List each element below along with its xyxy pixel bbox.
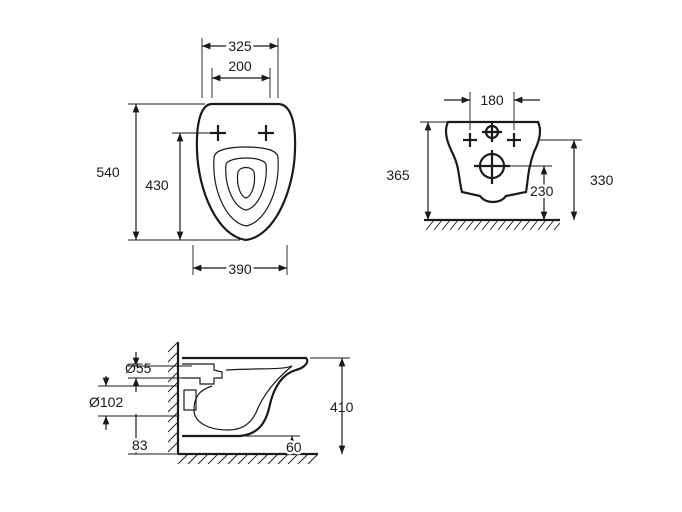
dim-200: 200	[228, 58, 252, 74]
dim-325: 325	[228, 38, 252, 54]
top-view-bolt-right	[258, 125, 274, 141]
side-view: Ø55 Ø102 83 410 60	[87, 341, 354, 465]
front-view-outline	[444, 120, 542, 204]
top-view: 325 200 540 430 390	[96, 36, 297, 280]
dim-diameter-102: Ø102	[89, 394, 123, 410]
top-view-inner-bowl	[225, 157, 267, 211]
front-view-bolt-left	[463, 133, 477, 147]
dim-390: 390	[228, 261, 252, 277]
dim-60: 60	[286, 439, 302, 455]
dim-180: 180	[480, 92, 504, 108]
top-view-rim	[213, 146, 279, 227]
dim-540: 540	[96, 164, 120, 180]
side-view-wall-hatch	[167, 341, 179, 453]
top-view-drain	[236, 166, 256, 199]
top-view-bowl-outline	[195, 102, 297, 242]
dim-365: 365	[386, 167, 410, 183]
dim-410: 410	[330, 399, 354, 415]
dim-83: 83	[132, 437, 148, 453]
dim-diameter-55: Ø55	[125, 360, 152, 376]
dim-230: 230	[530, 183, 554, 199]
side-view-flush-pipe	[183, 389, 197, 411]
top-view-bolt-left	[210, 125, 226, 141]
side-view-inner-bowl	[193, 365, 293, 431]
side-view-outlet-pipe	[182, 363, 223, 385]
front-view-bolt-right	[507, 133, 521, 147]
dim-330: 330	[590, 172, 614, 188]
side-view-outline	[182, 356, 309, 438]
front-view-floor-hatch	[425, 219, 561, 231]
side-view-floor-hatch	[177, 453, 319, 465]
front-view: 180 365 330 230	[386, 92, 614, 231]
dim-430: 430	[145, 177, 169, 193]
